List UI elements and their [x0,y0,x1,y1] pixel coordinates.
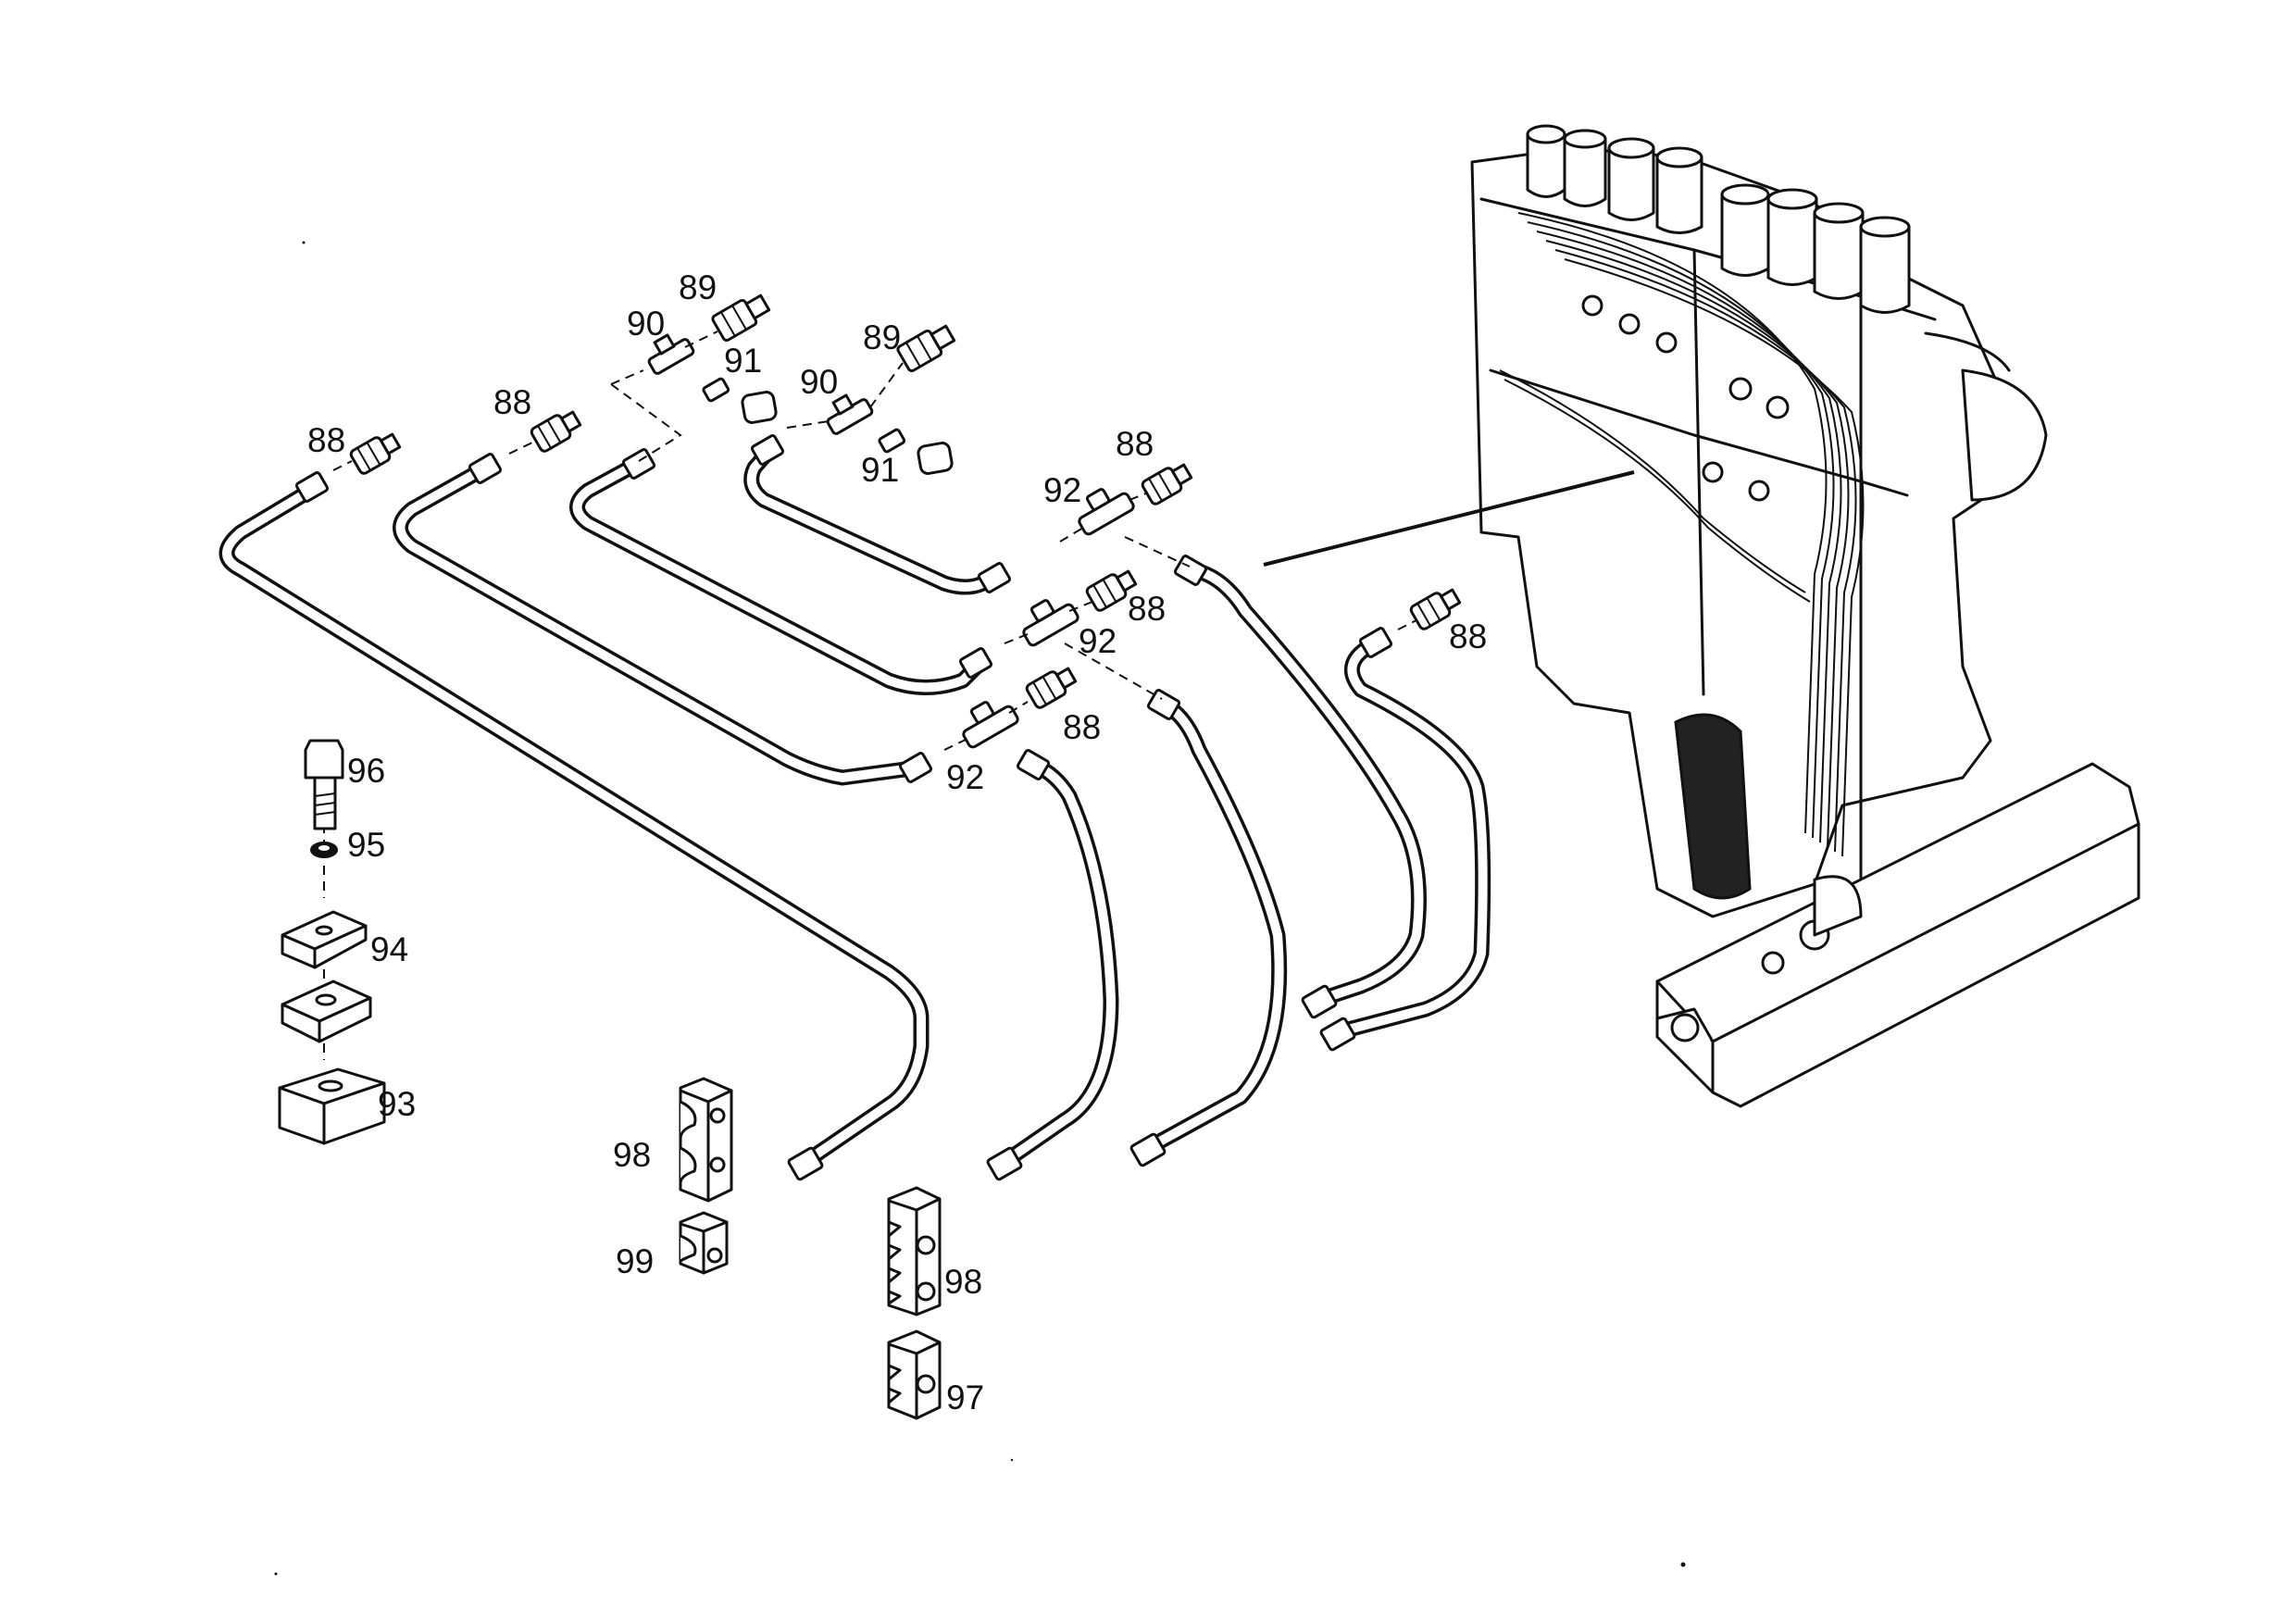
label-98-left: 98 [613,1136,651,1174]
label-99: 99 [616,1242,654,1280]
label-88-mid-right: 88 [1128,590,1166,628]
union-fittings-88 [349,293,1462,749]
scan-specks [274,241,1686,1576]
label-92-bottom: 92 [946,758,984,796]
label-88-mid: 88 [1063,708,1101,746]
label-96: 96 [347,752,385,790]
engine-assembly-drawing [1263,124,2140,1108]
mounting-hardware [278,739,386,1145]
label-93: 93 [378,1085,416,1123]
label-89-left: 89 [679,268,717,306]
label-98-right: 98 [944,1263,982,1301]
pipe-clamps [679,1077,942,1420]
label-91-right: 91 [861,451,899,489]
label-89-right: 89 [863,318,901,356]
pipe-nuts [294,434,1393,1181]
label-90-left: 90 [627,305,665,343]
label-88-far-right: 88 [1449,618,1487,655]
label-91-left: 91 [724,342,762,380]
label-88-upper-mid: 88 [493,383,531,421]
explode-lines [323,331,1417,1060]
label-95: 95 [347,826,385,864]
label-88-upper-left: 88 [307,421,345,459]
fuel-pipes [218,443,1491,1170]
part-number-labels: 88 88 89 90 91 89 90 91 88 92 88 92 88 9… [307,268,1487,1416]
label-97: 97 [946,1379,984,1416]
label-90-right: 90 [800,363,838,401]
label-94: 94 [370,930,408,968]
label-92-mid: 92 [1079,622,1117,660]
label-92-top: 92 [1043,471,1081,509]
label-88-upper-right: 88 [1116,425,1154,463]
